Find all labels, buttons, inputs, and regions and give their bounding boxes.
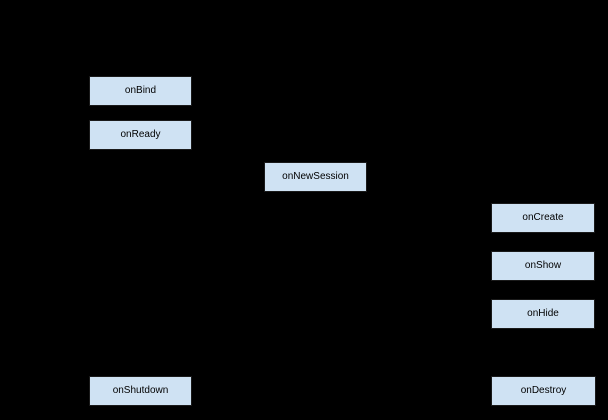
node-onshow: onShow <box>491 251 595 281</box>
node-onready: onReady <box>89 120 192 150</box>
node-onshutdown: onShutdown <box>89 376 192 406</box>
node-oncreate: onCreate <box>491 203 595 233</box>
node-onnewsession: onNewSession <box>264 162 367 192</box>
node-ondestroy: onDestroy <box>491 376 596 406</box>
node-onbind: onBind <box>89 76 192 106</box>
node-onhide: onHide <box>491 299 595 329</box>
